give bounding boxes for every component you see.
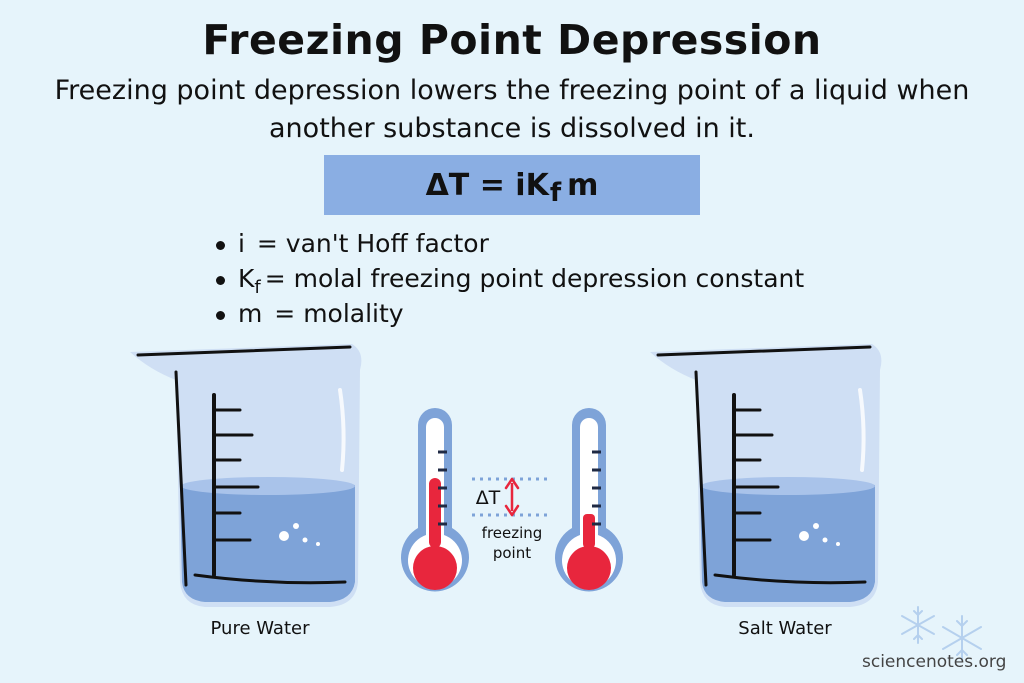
delta-t-label: ΔT [476,487,501,509]
legend-symbol: i [238,229,245,258]
legend-symbol-sub: f [254,277,261,298]
caption-pure-water: Pure Water [210,618,310,639]
snowflake-icon [942,615,982,661]
site-watermark: sciencenotes.org [862,652,1007,672]
point-label: point [493,544,531,562]
thermometer-salt-water [555,408,623,592]
freezing-label: freezing [482,524,543,542]
legend-item-m: m = molality [210,296,804,331]
legend-text: = van't Hoff factor [248,229,489,258]
water-salt [700,480,875,602]
legend-text: = molality [266,299,404,328]
legend-text: = molal freezing point depression consta… [264,264,805,293]
water-pure [180,480,355,602]
legend-symbol: m [238,299,263,328]
mercury-column [583,514,595,548]
formula-main: ΔT = iK [425,167,549,203]
page-title: Freezing Point Depression [202,16,822,64]
formula-subscript: f [549,178,562,208]
caption-salt-water: Salt Water [738,618,832,639]
legend-item-i: i = van't Hoff factor [210,226,804,261]
thermometer-pure-water [401,408,469,592]
description-text: Freezing point depression lowers the fre… [54,75,970,144]
mercury-column [429,478,441,548]
variable-legend: i = van't Hoff factor Kf= molal freezing… [210,226,804,331]
legend-symbol: K [238,264,255,293]
beaker-pure-water [130,344,362,607]
delta-arrow [504,477,520,517]
snowflake-icon [901,606,935,644]
beaker-salt-water [650,344,882,607]
legend-item-kf: Kf= molal freezing point depression cons… [210,261,805,298]
formula-molality: m [567,167,599,203]
